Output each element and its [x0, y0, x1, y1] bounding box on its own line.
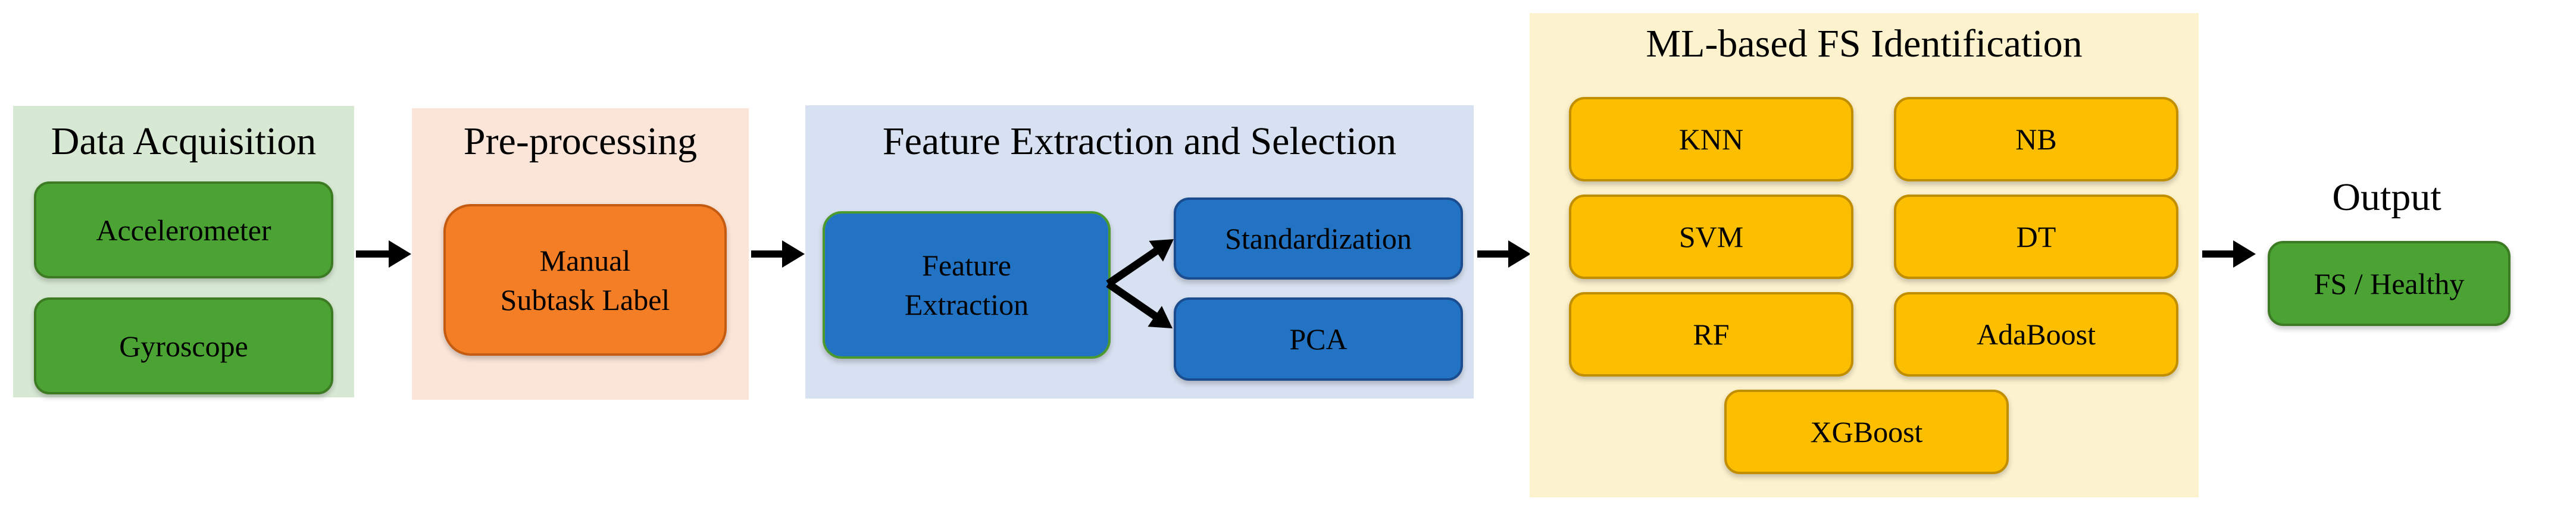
- box-manual-subtask-label: Manual Subtask Label: [443, 204, 727, 356]
- box-dt: DT: [1894, 195, 2178, 279]
- box-svm-label: SVM: [1678, 220, 1744, 253]
- box-feature-extraction-line2: Extraction: [904, 288, 1029, 321]
- box-nb: NB: [1894, 97, 2178, 181]
- branch-arrows-standardization-pca: [1106, 239, 1174, 328]
- box-rf: RF: [1569, 292, 1853, 377]
- box-rf-label: RF: [1693, 318, 1730, 351]
- flow-arrow-to-preprocessing: [356, 240, 411, 268]
- box-standardization: Standardization: [1174, 197, 1463, 280]
- box-svm: SVM: [1569, 195, 1853, 279]
- box-accelerometer-label: Accelerometer: [96, 213, 271, 247]
- box-dt-label: DT: [2016, 220, 2056, 253]
- box-knn: KNN: [1569, 97, 1853, 181]
- box-feature-extraction: Feature Extraction: [823, 211, 1111, 359]
- box-accelerometer: Accelerometer: [34, 181, 333, 278]
- flow-arrow-to-output: [2202, 240, 2256, 268]
- box-fs-healthy-label: FS / Healthy: [2314, 267, 2465, 300]
- section-title-data-acquisition: Data Acquisition: [51, 120, 317, 163]
- box-manual-line2: Subtask Label: [500, 283, 670, 316]
- section-title-pre-processing: Pre-processing: [463, 120, 698, 163]
- box-xgboost-label: XGBoost: [1810, 415, 1923, 449]
- box-fs-healthy: FS / Healthy: [2268, 241, 2511, 326]
- box-standardization-label: Standardization: [1225, 222, 1412, 255]
- flow-arrow-to-ml-identification: [1477, 240, 1531, 268]
- box-pca: PCA: [1174, 297, 1463, 381]
- section-title-ml-fs-identification: ML-based FS Identification: [1646, 22, 2083, 65]
- flow-arrow-to-feature-extraction: [751, 240, 805, 268]
- box-gyroscope: Gyroscope: [34, 297, 333, 394]
- box-manual-line1: Manual: [539, 243, 631, 277]
- box-adaboost: AdaBoost: [1894, 292, 2178, 377]
- box-xgboost: XGBoost: [1724, 390, 2009, 474]
- section-title-output: Output: [2332, 175, 2441, 219]
- box-adaboost-label: AdaBoost: [1977, 318, 2096, 351]
- box-knn-label: KNN: [1678, 123, 1744, 156]
- section-title-feature-extraction-selection: Feature Extraction and Selection: [882, 120, 1397, 163]
- box-gyroscope-label: Gyroscope: [119, 329, 248, 363]
- box-feature-extraction-line1: Feature: [922, 249, 1011, 282]
- box-pca-label: PCA: [1289, 322, 1348, 356]
- box-nb-label: NB: [2015, 123, 2057, 156]
